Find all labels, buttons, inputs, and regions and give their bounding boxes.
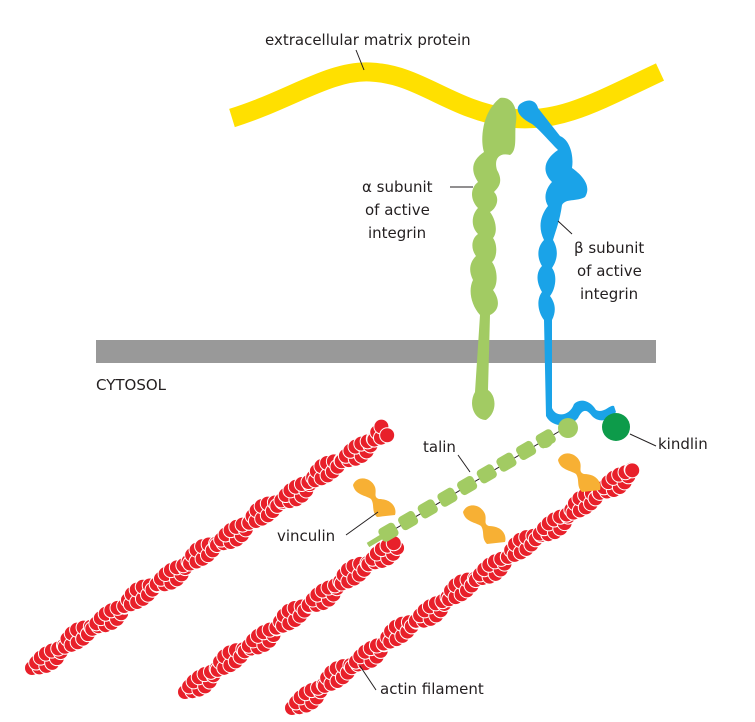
- talin-domain: [398, 511, 419, 531]
- talin-label: talin: [423, 438, 456, 456]
- talin-domain: [516, 440, 537, 461]
- kindlin-label: kindlin: [658, 435, 708, 453]
- beta-label-1: β subunit: [574, 239, 644, 257]
- talin-domain: [476, 464, 497, 484]
- beta-subunit: [517, 100, 616, 426]
- talin-domain: [378, 522, 399, 542]
- vinculin-pointer: [345, 511, 379, 536]
- actin-filaments: [24, 418, 641, 716]
- actin-filament: [284, 461, 641, 716]
- actin-monomer: [624, 462, 641, 479]
- talin-pointer: [457, 454, 471, 473]
- alpha-subunit: [470, 97, 517, 420]
- talin-domain: [437, 487, 458, 507]
- talin-domain: [417, 499, 438, 519]
- vinculin: [463, 505, 506, 544]
- kindlin: [602, 413, 630, 441]
- talin-domain: [496, 452, 517, 472]
- extracellular-matrix-protein: [229, 62, 665, 129]
- talin-head: [558, 418, 578, 438]
- vinculin: [353, 478, 396, 517]
- actin-label: actin filament: [380, 680, 484, 698]
- vinculin-group: [353, 453, 601, 544]
- ecm-pointer: [355, 49, 365, 71]
- ecm-label: extracellular matrix protein: [265, 31, 471, 49]
- actin-pointer: [359, 665, 377, 691]
- actin-filament: [177, 535, 406, 700]
- vinculin: [558, 453, 601, 492]
- beta-label-3: integrin: [580, 285, 638, 303]
- alpha-label-1: α subunit: [362, 178, 433, 196]
- actin-monomer: [379, 427, 396, 444]
- beta-pointer: [557, 220, 573, 235]
- vinculin-label: vinculin: [277, 527, 335, 545]
- cytosol-label: CYTOSOL: [96, 376, 167, 394]
- alpha-label-3: integrin: [368, 224, 426, 242]
- actin-filament: [24, 418, 396, 676]
- talin-domain: [537, 432, 553, 448]
- alpha-label-2: of active: [365, 201, 430, 219]
- beta-label-2: of active: [577, 262, 642, 280]
- plasma-membrane: [96, 340, 656, 363]
- talin-domain: [457, 475, 478, 496]
- kindlin-pointer: [629, 433, 657, 447]
- talin: [366, 418, 578, 548]
